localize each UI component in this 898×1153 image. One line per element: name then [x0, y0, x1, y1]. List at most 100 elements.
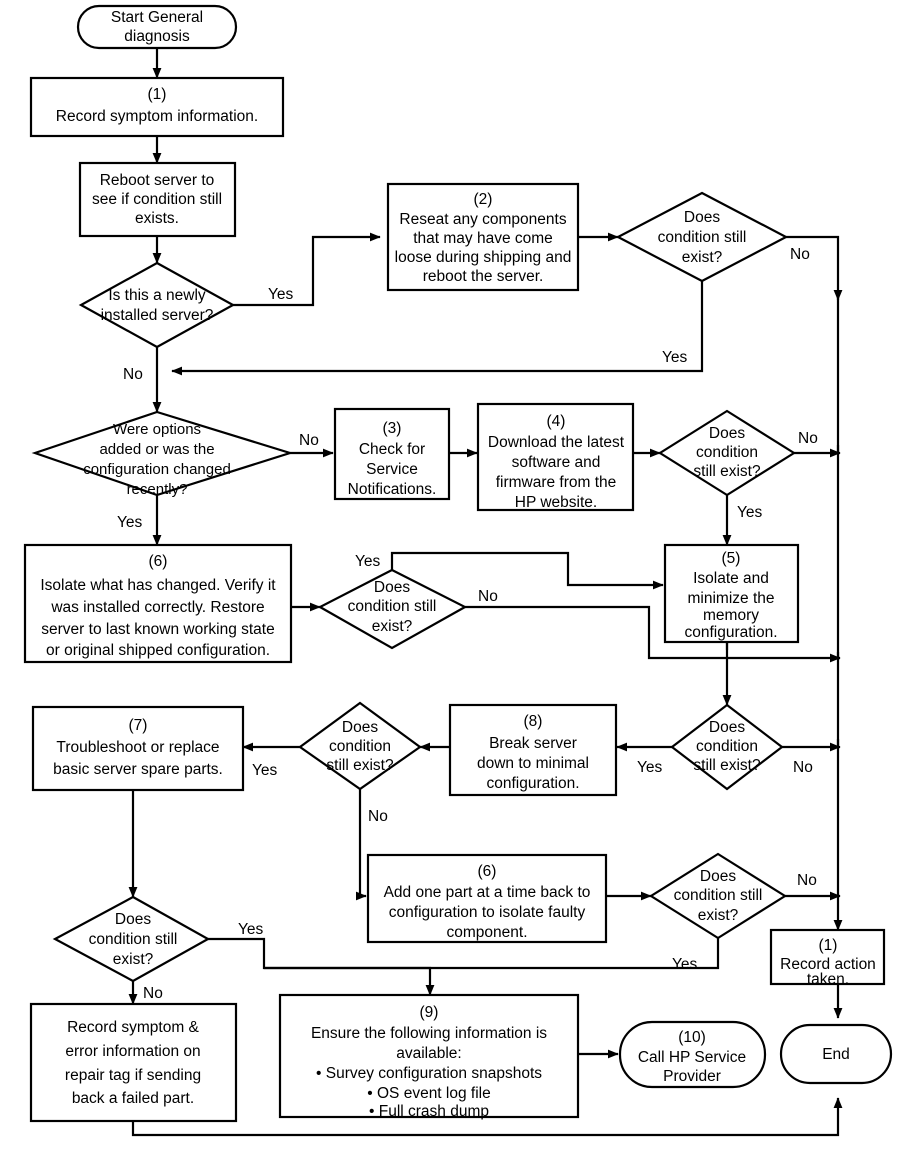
repair-tag-line-1: Record symptom & [67, 1019, 199, 1036]
repair-tag-line-3: repair tag if sending [65, 1067, 201, 1084]
node-record-repair-tag[interactable]: Record symptom & error information on re… [29, 1002, 238, 1123]
label-cond4-yes: Yes [637, 759, 663, 776]
reboot-line-3: exists. [135, 210, 179, 227]
node-decision-cond-4[interactable]: Does condition still exist? [670, 703, 784, 791]
node-isolate-what-changed[interactable]: (6) Isolate what has changed. Verify it … [23, 543, 293, 664]
node-decision-cond-6[interactable]: Does condition still exist? [648, 852, 788, 940]
label-options-no: No [299, 432, 319, 449]
ensure-info-shape [278, 993, 580, 1119]
edge-cond3-no [465, 605, 841, 663]
download-shape [476, 402, 635, 512]
cond5-diamond [298, 701, 422, 791]
node-start[interactable]: Start General diagnosis [76, 4, 238, 50]
service-notif-line-3: Notifications. [348, 481, 437, 498]
reseat-shape [386, 182, 580, 292]
isolate-changed-step: (6) [149, 553, 168, 570]
service-notif-line-1: Check for [359, 441, 425, 458]
repair-tag-line-4: back a failed part. [72, 1090, 194, 1107]
cond1-line-3: exist? [682, 249, 723, 266]
cond1-diamond [615, 191, 789, 283]
node-end[interactable]: End [779, 1023, 893, 1085]
node-check-service-notifications[interactable]: (3) Check for Service Notifications. [333, 407, 451, 501]
isolate-changed-line-4: or original shipped configuration. [46, 642, 270, 659]
break-down-line-2: down to minimal [477, 755, 589, 772]
node-decision-newly-installed[interactable]: Is this a newly installed server? [78, 261, 236, 349]
record-symptom-line-1: Record symptom information. [56, 108, 258, 125]
repair-tag-line-2: error information on [65, 1043, 200, 1060]
cond7-line-3: exist? [113, 951, 154, 968]
ensure-info-line-1: Ensure the following information is [311, 1025, 547, 1042]
edge-cond7-yes [208, 937, 435, 996]
reseat-step: (2) [474, 191, 493, 208]
label-cond7-no: No [143, 985, 163, 1002]
node-download-software[interactable]: (4) Download the latest software and fir… [476, 402, 635, 512]
add-part-step: (6) [478, 863, 497, 880]
node-record-action-taken[interactable]: (1) Record action taken. [769, 928, 886, 988]
node-break-server-down[interactable]: (8) Break server down to minimal configu… [448, 703, 618, 797]
node-ensure-information[interactable]: (9) Ensure the following information is … [278, 993, 580, 1120]
reboot-line-2: see if condition still [92, 191, 222, 208]
node-minimize-memory[interactable]: (5) Isolate and minimize the memory conf… [663, 543, 800, 644]
record-symptom-shape [29, 76, 285, 138]
node-reboot-server[interactable]: Reboot server to see if condition still … [78, 161, 237, 238]
cond1-line-1: Does [684, 209, 720, 226]
break-down-line-1: Break server [489, 735, 577, 752]
troubleshoot-line-2: basic server spare parts. [53, 761, 223, 778]
node-decision-options-added[interactable]: Were options added or was the configurat… [31, 410, 294, 498]
call-hp-shape [618, 1020, 767, 1089]
node-troubleshoot-spare-parts[interactable]: (7) Troubleshoot or replace basic server… [31, 705, 245, 792]
label-cond2-no: No [798, 430, 818, 447]
start-terminator-shape [76, 4, 238, 50]
node-decision-cond-7[interactable]: Does condition still exist? [52, 895, 211, 983]
add-part-line-2: configuration to isolate faulty [389, 904, 586, 921]
download-line-2: software and [512, 454, 601, 471]
node-call-hp-service[interactable]: (10) Call HP Service Provider [618, 1020, 767, 1089]
node-add-one-part[interactable]: (6) Add one part at a time back to confi… [366, 853, 608, 944]
isolate-changed-shape [23, 543, 293, 664]
node-record-symptom[interactable]: (1) Record symptom information. [29, 76, 285, 138]
ensure-info-step: (9) [420, 1004, 439, 1021]
cond3-diamond [317, 568, 468, 650]
newly-line-1: Is this a newly [108, 287, 206, 304]
cond6-diamond [648, 852, 788, 940]
start-line-1: Start General [111, 9, 203, 26]
record-action-shape [769, 928, 886, 986]
add-part-line-3: component. [447, 924, 528, 941]
node-decision-cond-3[interactable]: Does condition still exist? [317, 568, 468, 650]
node-decision-cond-2[interactable]: Does condition still exist? [657, 409, 797, 497]
edge-cond3-yes [390, 551, 664, 590]
options-diamond [31, 410, 294, 497]
cond7-diamond [52, 895, 211, 983]
record-action-line-2: taken. [807, 971, 849, 988]
reboot-shape [78, 161, 237, 238]
start-line-2: diagnosis [124, 28, 190, 45]
label-cond6-no: No [797, 872, 817, 889]
node-reseat-components[interactable]: (2) Reseat any components that may have … [386, 182, 580, 292]
label-cond5-yes: Yes [252, 762, 278, 779]
label-cond7-yes: Yes [238, 921, 264, 938]
ensure-info-bullet-2: • OS event log file [367, 1085, 490, 1102]
cond3-line-1: Does [374, 579, 410, 596]
node-decision-cond-5[interactable]: Does condition still exist? [298, 701, 422, 791]
break-down-line-3: configuration. [486, 775, 579, 792]
download-line-1: Download the latest [488, 434, 625, 451]
cond2-line-1: Does [709, 425, 745, 442]
troubleshoot-step: (7) [129, 717, 148, 734]
options-line-4: recently? [127, 481, 188, 498]
minimize-memory-shape [663, 543, 800, 644]
add-part-line-1: Add one part at a time back to [384, 884, 591, 901]
options-line-1: Were options [113, 421, 201, 438]
label-cond3-no: No [478, 588, 498, 605]
edge-cond1-no [786, 235, 843, 301]
call-hp-line-1: Call HP Service [638, 1049, 746, 1066]
cond5-line-2: condition [329, 738, 391, 755]
cond6-line-2: condition still [674, 887, 763, 904]
cond7-line-2: condition still [89, 931, 178, 948]
isolate-changed-line-2: was installed correctly. Restore [50, 599, 264, 616]
node-decision-cond-1[interactable]: Does condition still exist? [615, 191, 789, 283]
label-cond3-yes: Yes [355, 553, 381, 570]
record-action-line-1: Record action [780, 956, 876, 973]
break-down-step: (8) [524, 713, 543, 730]
record-symptom-step: (1) [148, 86, 167, 103]
reseat-line-4: reboot the server. [423, 268, 544, 285]
